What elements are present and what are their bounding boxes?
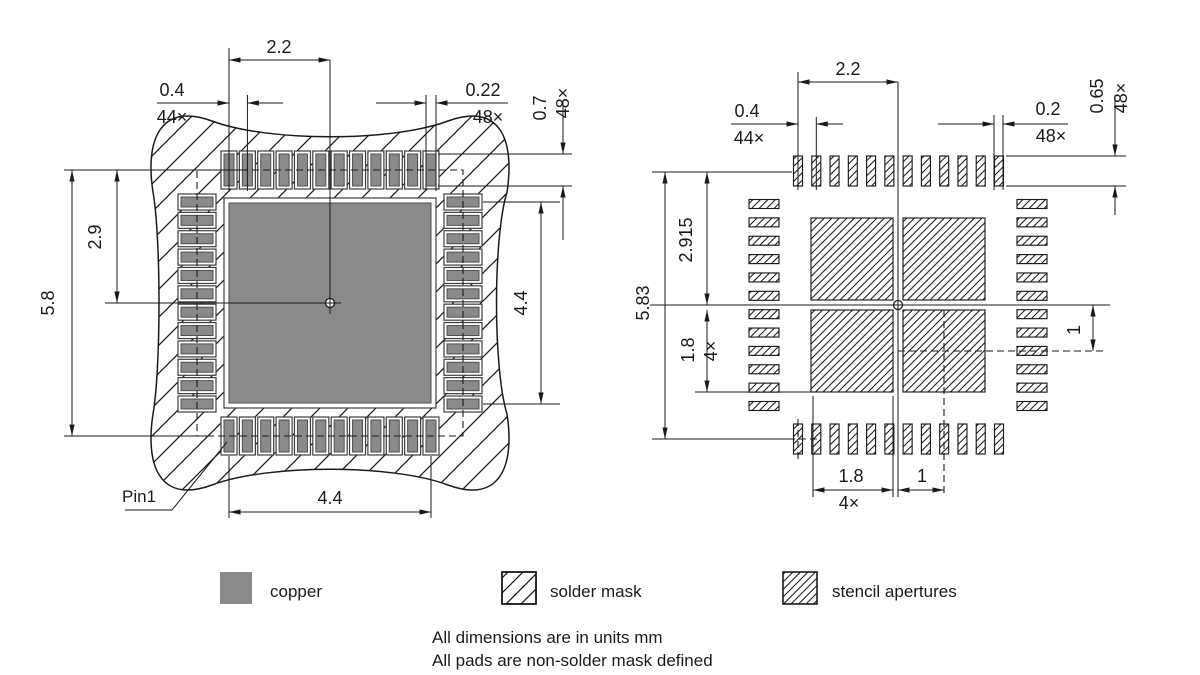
note-mask-defined: All pads are non-solder mask defined — [432, 651, 713, 670]
dim-center-aperture-height-count: 4× — [701, 341, 721, 362]
left-view-labels: 2.2 0.4 44× 0.22 48× 0.7 48× 4.4 5.8 2.9… — [38, 37, 573, 508]
dim-center-offset-horizontal: 1 — [917, 466, 927, 486]
dim-aperture-width-count: 48× — [1036, 126, 1067, 146]
dim-pad-length-count: 48× — [553, 88, 573, 119]
dim-pad-width: 0.22 — [465, 80, 500, 100]
dim-aperture-length-count: 48× — [1111, 83, 1131, 114]
dim-aperture-width: 0.2 — [1035, 99, 1060, 119]
dim-half-height: 2.9 — [85, 224, 105, 249]
dim-half-height: 2.915 — [676, 217, 696, 262]
dim-full-height: 5.83 — [633, 285, 653, 320]
legend-label-copper: copper — [270, 582, 322, 601]
solder-mask-swatch-hatch — [501, 571, 537, 605]
dim-side-span: 4.4 — [511, 290, 531, 315]
copper-swatch — [220, 572, 252, 604]
stencil-apertures-swatch — [782, 571, 818, 605]
dim-pad-width-count: 48× — [473, 107, 504, 127]
note-units: All dimensions are in units mm — [432, 628, 663, 647]
pin1-label: Pin1 — [122, 487, 156, 506]
dim-center-offset-vertical: 1 — [1064, 325, 1084, 335]
center-mark — [887, 294, 909, 316]
dim-pitch-count: 44× — [734, 128, 765, 148]
left-view-dimensions — [64, 48, 572, 518]
dim-aperture-length: 0.65 — [1087, 78, 1107, 113]
dim-full-height: 5.8 — [38, 290, 58, 315]
right-view-labels: 2.2 0.4 44× 0.2 48× 0.65 48× 5.83 2.915 … — [633, 59, 1131, 513]
dim-top-half-span: 2.2 — [835, 59, 860, 79]
legend: copper solder mask stencil apertures — [220, 571, 957, 605]
center-mark — [319, 292, 341, 314]
pad-centerline-cross — [777, 419, 821, 459]
dim-pitch-count: 44× — [157, 107, 188, 127]
dim-pitch: 0.4 — [159, 80, 184, 100]
legend-label-solder-mask: solder mask — [550, 582, 642, 601]
notes: All dimensions are in units mm All pads … — [432, 628, 713, 670]
pin1-leader — [125, 441, 228, 511]
copper-solder-mask-view: 2.2 0.4 44× 0.22 48× 0.7 48× 4.4 5.8 2.9… — [38, 37, 573, 518]
dim-center-aperture-height: 1.8 — [678, 337, 698, 362]
dim-bottom-span: 4.4 — [317, 488, 342, 508]
dim-center-aperture-width: 1.8 — [838, 466, 863, 486]
dim-pad-length: 0.7 — [530, 95, 550, 120]
dim-top-half-span: 2.2 — [266, 37, 291, 57]
stencil-view: 2.2 0.4 44× 0.2 48× 0.65 48× 5.83 2.915 … — [633, 59, 1131, 513]
right-view-dimensions — [662, 72, 1126, 497]
legend-label-stencil-apertures: stencil apertures — [832, 582, 957, 601]
dim-pitch: 0.4 — [734, 101, 759, 121]
dim-center-aperture-width-count: 4× — [839, 493, 860, 513]
